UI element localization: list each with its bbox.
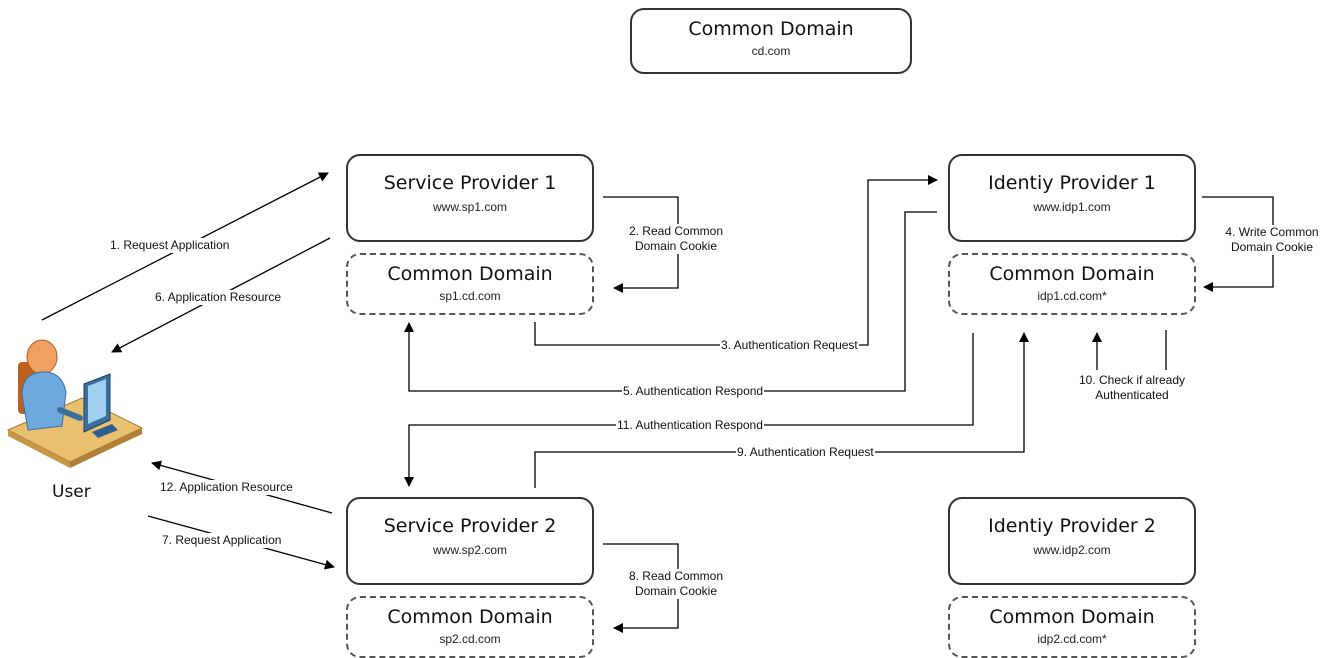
step-5-label: 5. Authentication Respond bbox=[622, 384, 765, 399]
sp2-common-domain-domain: sp2.cd.com bbox=[439, 632, 501, 646]
service-provider-2-title: Service Provider 2 bbox=[383, 515, 557, 537]
step-8-line-1: 8. Read Common bbox=[628, 569, 724, 583]
common-domain-top-box: Common Domain cd.com bbox=[630, 8, 912, 74]
arrow-5-auth-respond bbox=[404, 211, 937, 392]
idp2-common-domain-domain: idp2.cd.com* bbox=[1037, 632, 1107, 646]
sp2-common-domain-title: Common Domain bbox=[387, 606, 553, 628]
step-2-line-2: Domain Cookie bbox=[634, 239, 718, 253]
user-label: User bbox=[52, 482, 91, 502]
step-2-label: 2. Read Common Domain Cookie bbox=[612, 224, 740, 254]
step-11-label: 11. Authentication Respond bbox=[616, 418, 764, 433]
idp1-common-domain-domain: idp1.cd.com* bbox=[1037, 289, 1107, 303]
step-6-label: 6. Application Resource bbox=[155, 290, 282, 305]
common-domain-top-title: Common Domain bbox=[688, 18, 854, 40]
service-provider-2-box: Service Provider 2 www.sp2.com bbox=[346, 497, 594, 585]
identity-provider-1-box: Identiy Provider 1 www.idp1.com bbox=[948, 154, 1196, 242]
common-domain-top-domain: cd.com bbox=[751, 44, 791, 58]
step-4-line-2: Domain Cookie bbox=[1230, 240, 1314, 254]
sp1-common-domain-title: Common Domain bbox=[387, 263, 553, 285]
step-7-label: 7. Request Application bbox=[162, 533, 282, 548]
step-10-line-2: Authenticated bbox=[1095, 388, 1169, 402]
step-10-label: 10. Check if already Authenticated bbox=[1062, 373, 1202, 403]
step-9-label: 9. Authentication Request bbox=[736, 445, 875, 460]
service-provider-1-box: Service Provider 1 www.sp1.com bbox=[346, 154, 594, 242]
service-provider-1-title: Service Provider 1 bbox=[383, 172, 557, 194]
idp2-common-domain-box: Common Domain idp2.cd.com* bbox=[948, 596, 1196, 658]
idp1-common-domain-title: Common Domain bbox=[989, 263, 1155, 285]
idp2-common-domain-title: Common Domain bbox=[989, 606, 1155, 628]
sp1-common-domain-domain: sp1.cd.com bbox=[439, 289, 501, 303]
idp1-common-domain-box: Common Domain idp1.cd.com* bbox=[948, 253, 1196, 315]
identity-provider-1-domain: www.idp1.com bbox=[1033, 200, 1111, 214]
identity-provider-2-box: Identiy Provider 2 www.idp2.com bbox=[948, 497, 1196, 585]
step-8-line-2: Domain Cookie bbox=[634, 584, 718, 598]
identity-provider-2-title: Identiy Provider 2 bbox=[988, 515, 1156, 537]
step-4-label: 4. Write Common Domain Cookie bbox=[1208, 225, 1336, 255]
user-icon bbox=[6, 339, 144, 468]
step-8-label: 8. Read Common Domain Cookie bbox=[612, 569, 740, 599]
arrow-11-auth-respond bbox=[404, 333, 974, 487]
step-2-line-1: 2. Read Common bbox=[628, 224, 724, 238]
service-provider-2-domain: www.sp2.com bbox=[432, 543, 508, 557]
identity-provider-1-title: Identiy Provider 1 bbox=[988, 172, 1156, 194]
service-provider-1-domain: www.sp1.com bbox=[432, 200, 508, 214]
step-1-label: 1. Request Application bbox=[110, 238, 230, 253]
step-10-line-1: 10. Check if already bbox=[1078, 373, 1186, 387]
step-4-line-1: 4. Write Common bbox=[1225, 225, 1319, 239]
sp2-common-domain-box: Common Domain sp2.cd.com bbox=[346, 596, 594, 658]
arrow-3-auth-request bbox=[534, 175, 938, 346]
identity-provider-2-domain: www.idp2.com bbox=[1033, 543, 1111, 557]
step-12-label: 12. Application Resource bbox=[160, 480, 293, 495]
arrow-9-auth-request bbox=[534, 332, 1029, 488]
step-3-label: 3. Authentication Request bbox=[720, 338, 859, 353]
sp1-common-domain-box: Common Domain sp1.cd.com bbox=[346, 253, 594, 315]
